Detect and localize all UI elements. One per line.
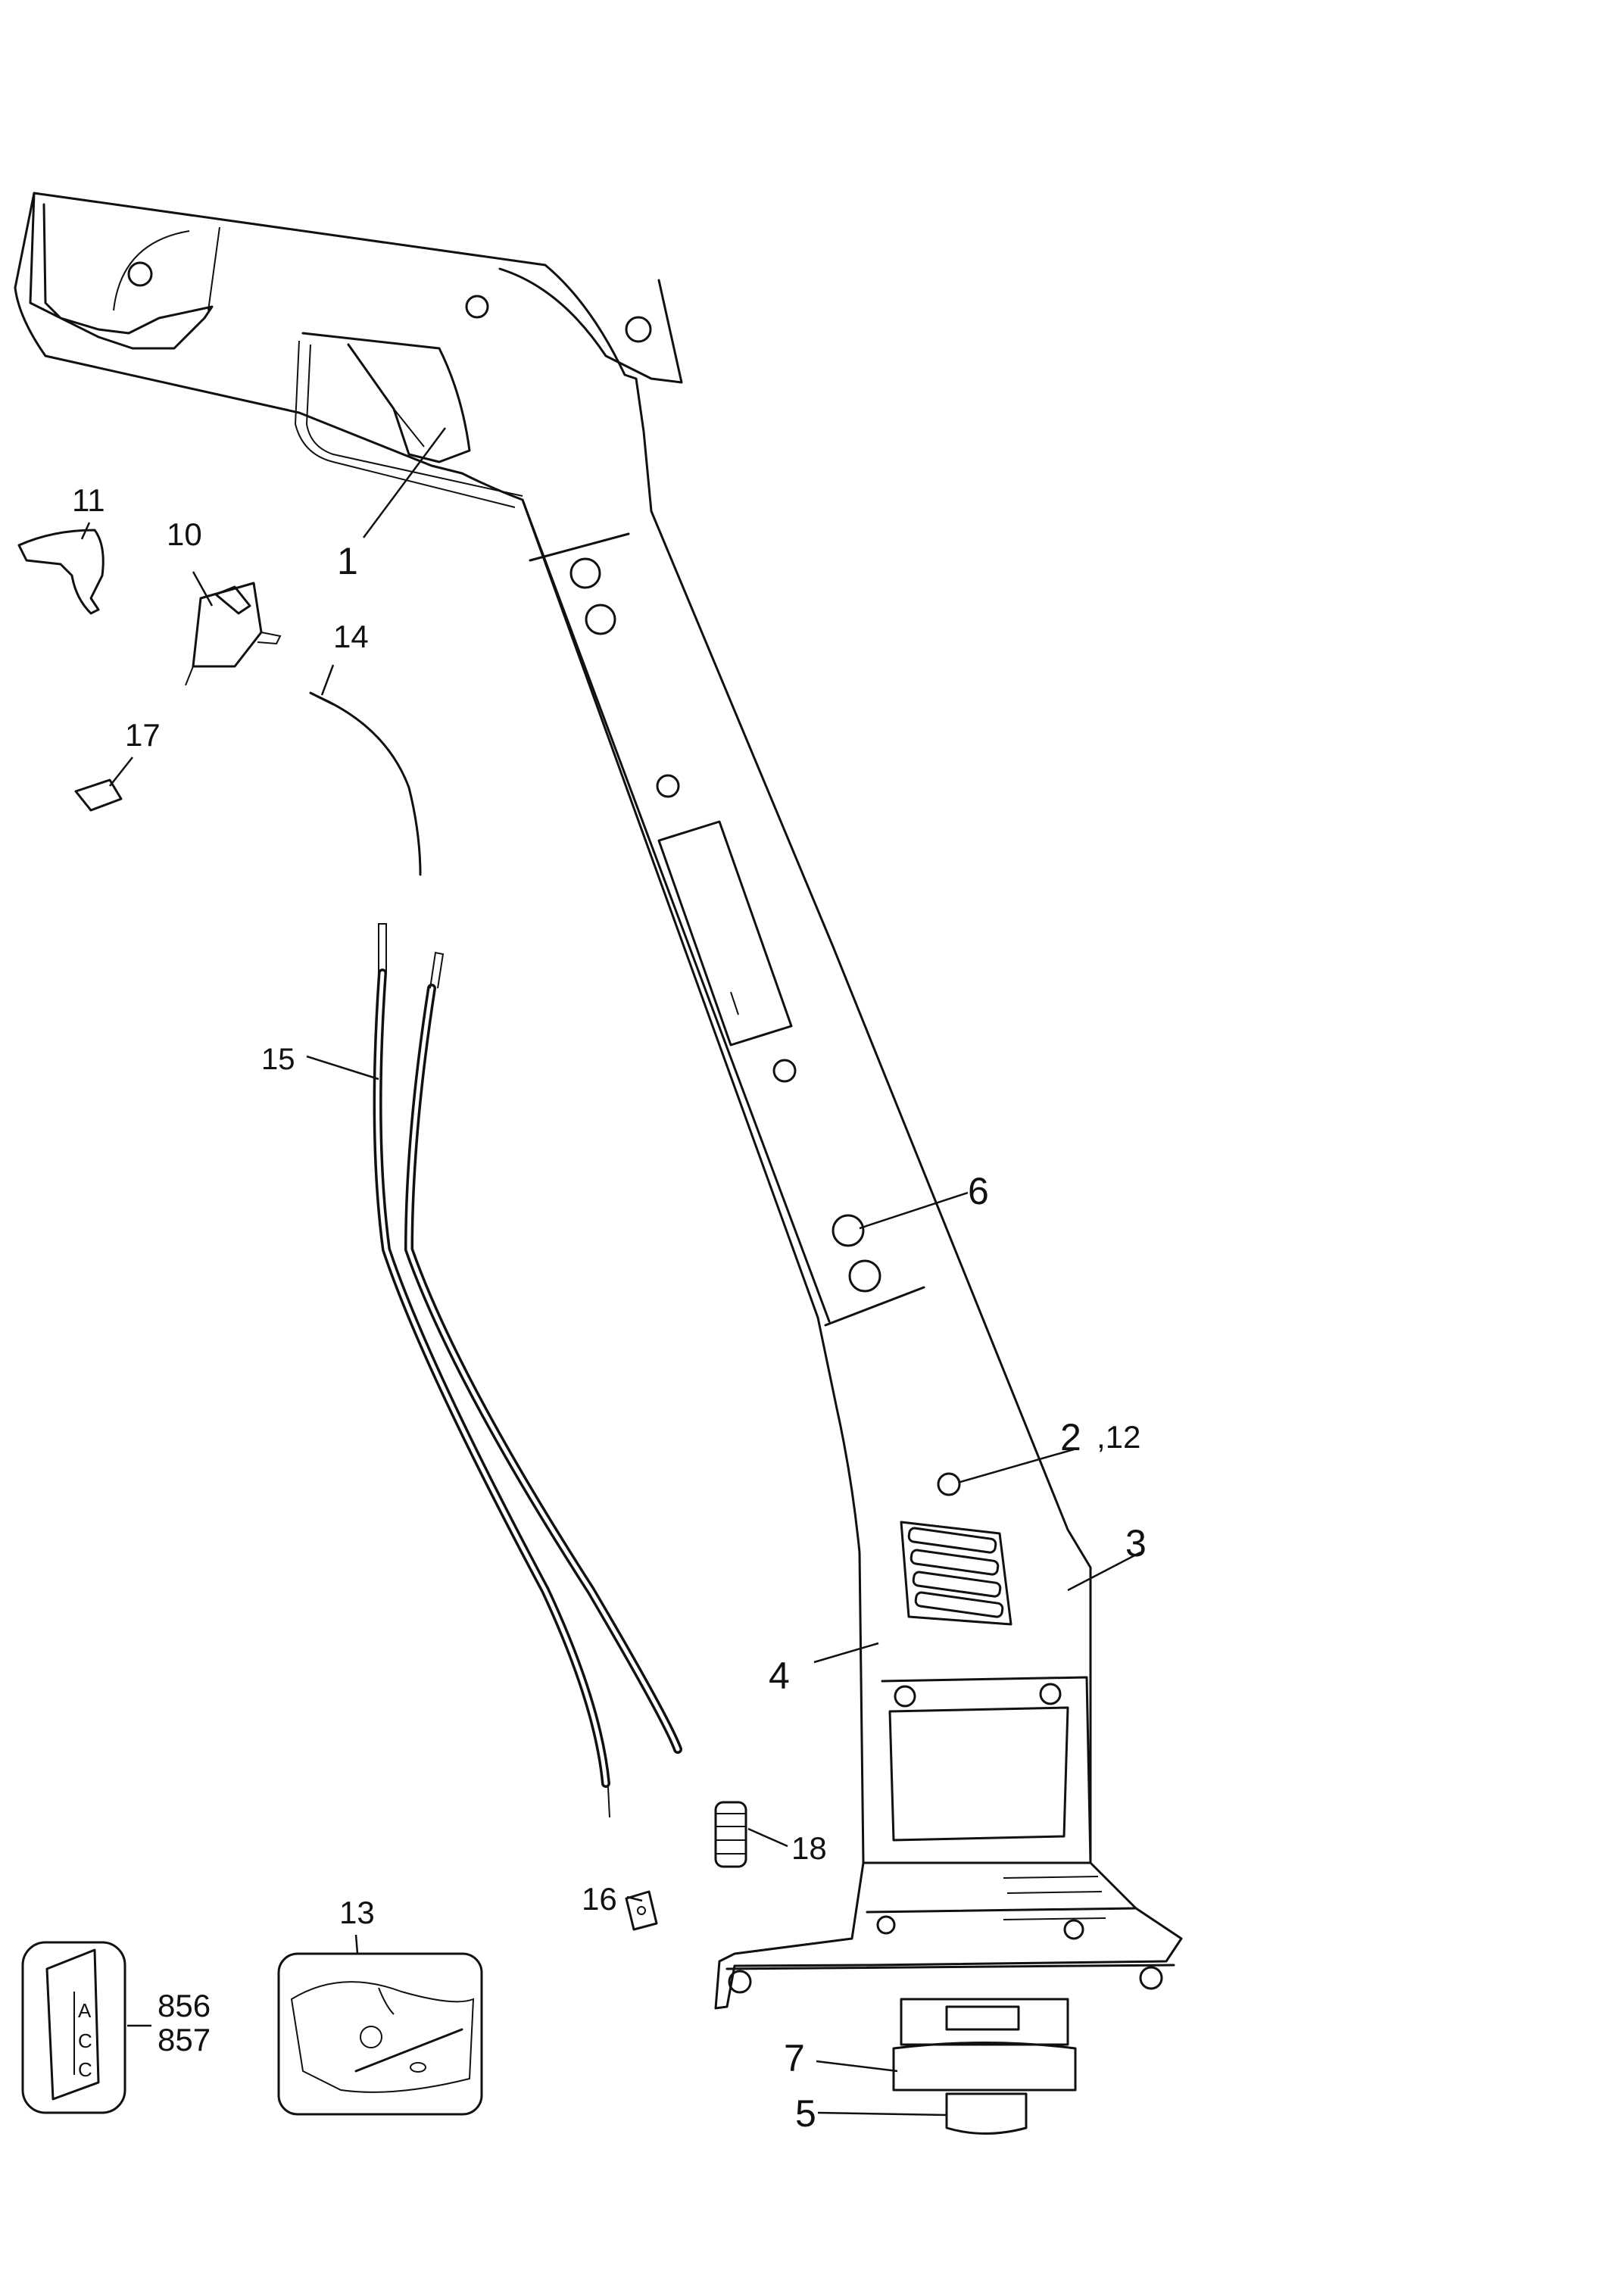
callout-13: 13 xyxy=(339,1895,375,1930)
manual-letter-c1: C xyxy=(78,2029,92,2052)
callout-2: 2 xyxy=(1060,1416,1081,1458)
jumper-wire-part xyxy=(317,695,422,876)
callout-3: 3 xyxy=(1125,1522,1147,1564)
callout-labels: 1 2 ,12 3 4 5 6 7 10 11 13 14 15 16 17 1… xyxy=(72,482,1147,2135)
vent-slots xyxy=(900,1521,1012,1626)
trimmer-housing xyxy=(14,192,1183,2010)
callout-10: 10 xyxy=(167,516,202,552)
callout-7: 7 xyxy=(784,2037,805,2079)
callout-11: 11 xyxy=(72,482,105,518)
callout-5: 5 xyxy=(795,2092,816,2135)
trigger-part xyxy=(17,529,105,615)
callout-6: 6 xyxy=(968,1170,989,1212)
spool-assembly xyxy=(892,1998,1077,2135)
callout-12: ,12 xyxy=(1097,1419,1140,1455)
switch-part xyxy=(185,582,282,686)
hardware-bag-part xyxy=(277,1952,483,2116)
callout-15: 15 xyxy=(261,1043,295,1076)
manual-part: A C C xyxy=(21,1941,126,2114)
spring-part xyxy=(714,1801,747,1868)
manual-letter-c2: C xyxy=(78,2058,92,2081)
callout-17: 17 xyxy=(125,717,161,753)
callout-1: 1 xyxy=(337,540,358,582)
manual-letter-a: A xyxy=(78,1999,92,2022)
callout-16: 16 xyxy=(582,1881,617,1917)
nut-part xyxy=(625,1890,658,1931)
callout-856: 856 xyxy=(158,1988,211,2023)
callout-857: 857 xyxy=(158,2022,211,2057)
callout-14: 14 xyxy=(333,619,369,654)
callout-18: 18 xyxy=(791,1830,827,1866)
leader-lines xyxy=(80,427,1141,2117)
power-cord-part xyxy=(373,923,682,1818)
callout-4: 4 xyxy=(769,1655,790,1697)
wire-nut-part xyxy=(74,778,123,812)
